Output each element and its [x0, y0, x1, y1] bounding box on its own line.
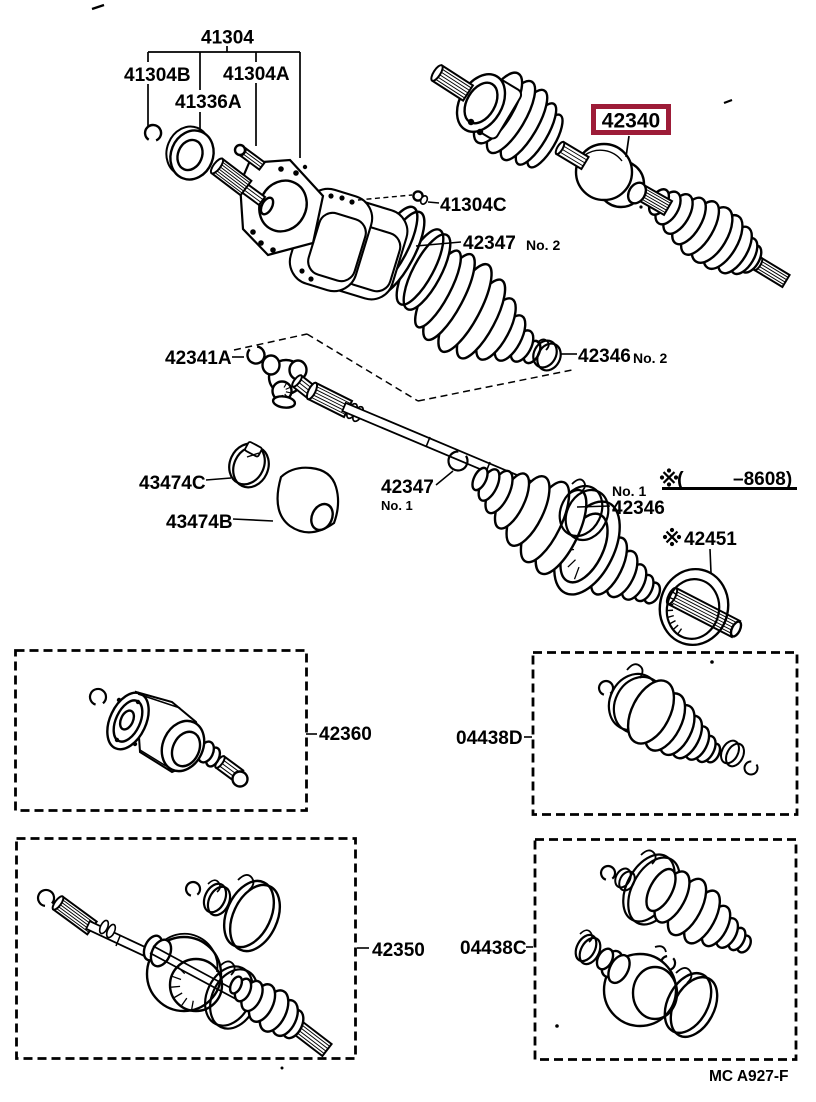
- svg-text:No. 2: No. 2: [633, 350, 667, 366]
- svg-text:41336A: 41336A: [175, 92, 242, 113]
- svg-text:42340: 42340: [602, 110, 660, 133]
- svg-text:No. 1: No. 1: [612, 483, 646, 499]
- svg-text:42347: 42347: [381, 477, 434, 498]
- svg-text:–8608): –8608): [733, 469, 792, 490]
- svg-text:42346: 42346: [578, 346, 631, 367]
- svg-text:42347: 42347: [463, 233, 516, 254]
- svg-text:43474B: 43474B: [166, 512, 233, 533]
- svg-text:04438C: 04438C: [460, 938, 527, 959]
- svg-text:43474C: 43474C: [139, 473, 206, 494]
- svg-text:41304: 41304: [201, 28, 254, 49]
- svg-text:42346: 42346: [612, 498, 665, 519]
- svg-text:41304C: 41304C: [440, 195, 507, 216]
- svg-text:42350: 42350: [372, 940, 425, 961]
- svg-text:No. 1: No. 1: [381, 498, 413, 513]
- svg-text:42360: 42360: [319, 724, 372, 745]
- svg-text:42341A: 42341A: [165, 348, 232, 369]
- svg-text:No. 2: No. 2: [526, 237, 560, 253]
- svg-text:MC A927-F: MC A927-F: [709, 1068, 789, 1085]
- svg-text:41304B: 41304B: [124, 65, 191, 86]
- svg-text:04438D: 04438D: [456, 728, 523, 749]
- svg-text:41304A: 41304A: [223, 64, 290, 85]
- svg-text:(: (: [677, 469, 684, 491]
- svg-text:42451: 42451: [684, 529, 737, 550]
